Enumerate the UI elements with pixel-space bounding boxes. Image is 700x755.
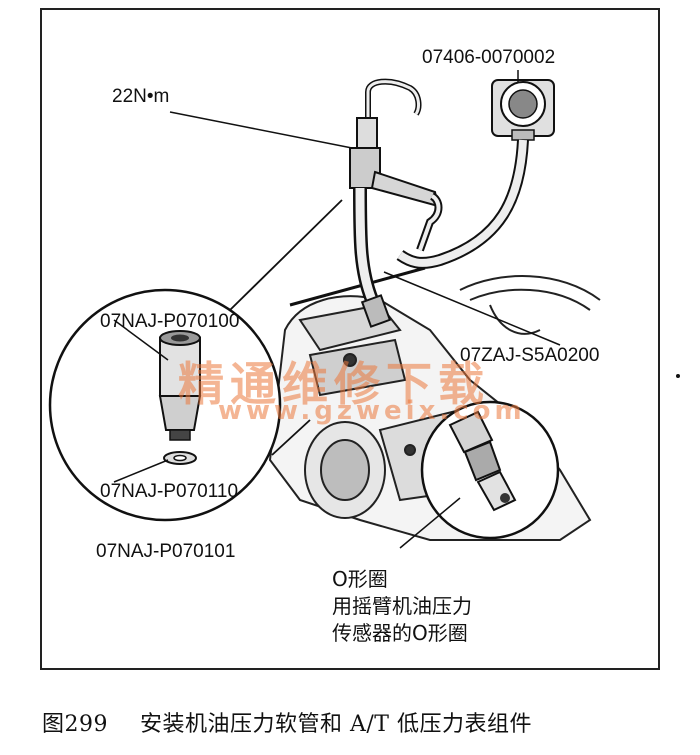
- pulley-housing: [459, 275, 601, 335]
- adapter-icon: [158, 330, 202, 441]
- figure-caption-text: 安装机油压力软管和 A/T 低压力表组件: [140, 712, 532, 737]
- top-hose: [366, 80, 420, 120]
- watermark-title: 精通维修下载: [178, 357, 490, 411]
- installation-illustration: [48, 70, 680, 549]
- watermark-url: www.gzweix.com: [218, 396, 526, 426]
- adapter-part-label: 07NAJ-P070100: [100, 311, 240, 332]
- side-fitting: [370, 170, 440, 208]
- dipstick-rod: [289, 266, 426, 307]
- oring-title-label: O形圈: [332, 567, 388, 591]
- washer-icon: [163, 451, 197, 465]
- figure-number: 图299: [42, 712, 108, 737]
- washer-part-label: 07NAJ-P070110: [100, 481, 239, 502]
- lower-fitting: [360, 294, 392, 328]
- hose-part-label: 07ZAJ-S5A0200: [460, 345, 600, 366]
- figure-caption: 图299 安装机油压力软管和 A/T 低压力表组件: [42, 706, 532, 738]
- assembly-part-label: 07NAJ-P070101: [96, 541, 236, 562]
- sensor-fitting-icon: [448, 410, 517, 512]
- main-hose: [355, 187, 377, 302]
- upper-fitting: [356, 117, 378, 149]
- oring-note-line2: 用摇臂机油压力: [332, 594, 472, 618]
- pressure-gauge-icon: [491, 79, 555, 141]
- leader-lines: [113, 70, 561, 549]
- oring-note-line3: 传感器的O形圈: [332, 621, 468, 645]
- gauge-hose: [397, 139, 527, 267]
- torque-label: 22N•m: [112, 86, 170, 107]
- figure-frame: [40, 8, 660, 670]
- gauge-part-label: 07406-0070002: [422, 47, 556, 68]
